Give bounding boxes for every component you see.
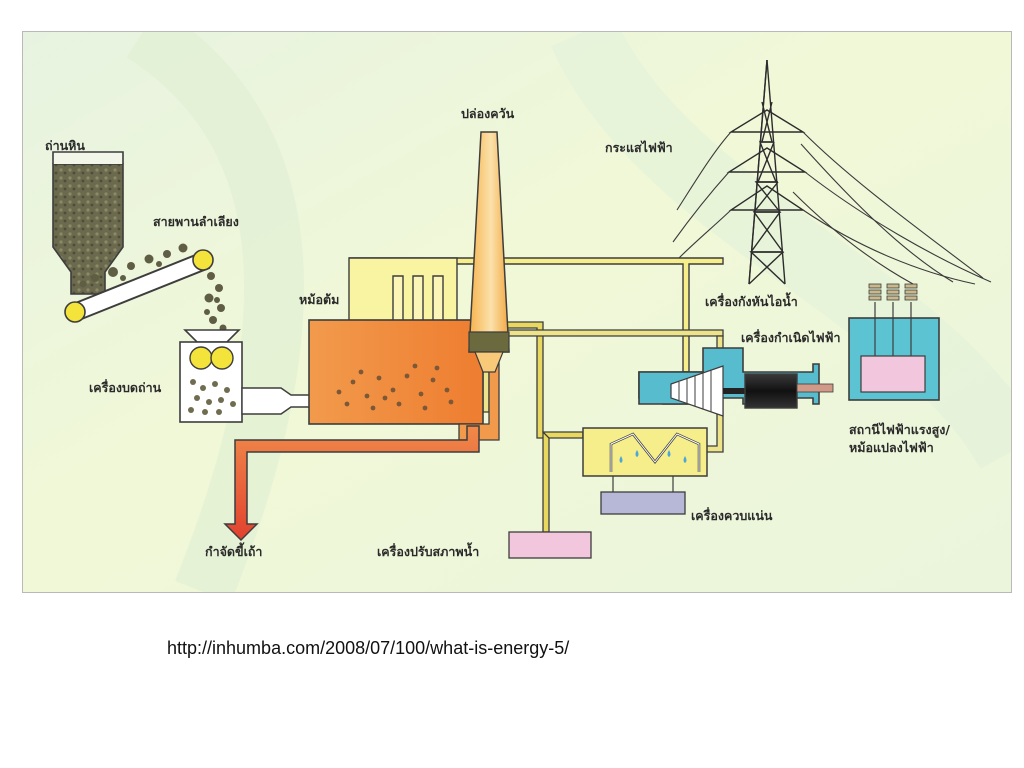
label-chimney: ปล่องควัน xyxy=(461,106,515,121)
label-condenser: เครื่องควบแน่น xyxy=(691,507,773,523)
power-plant-diagram: ถ่านหิน สายพานลำเลียง ปล่องควัน กระแสไฟฟ… xyxy=(23,32,1011,592)
label-substation-line2: หม้อแปลงไฟฟ้า xyxy=(849,440,934,455)
label-pulverizer: เครื่องบดถ่าน xyxy=(89,379,162,395)
source-url-link[interactable]: http://inhumba.com/2008/07/100/what-is-e… xyxy=(167,638,570,658)
background-stroke xyxy=(551,32,1011,470)
chimney xyxy=(468,131,510,373)
label-ash-disposal: กำจัดขี้เถ้า xyxy=(205,542,262,559)
label-generator: เครื่องกำเนิดไฟฟ้า xyxy=(741,329,841,345)
label-boiler: หม้อต้ม xyxy=(299,292,339,307)
label-coal: ถ่านหิน xyxy=(45,138,85,153)
label-steam-turbine: เครื่องกังหันไอน้ำ xyxy=(705,292,798,309)
label-substation-line1: สถานีไฟฟ้าแรงสูง/ xyxy=(849,422,950,438)
substation xyxy=(848,283,940,401)
boiler xyxy=(308,319,500,441)
power-lines xyxy=(672,131,992,285)
transmission-tower xyxy=(726,59,808,285)
label-conveyor: สายพานลำเลียง xyxy=(153,214,239,229)
coal-hopper xyxy=(52,151,124,295)
ash-removal-duct xyxy=(223,425,480,542)
conveyor-belt xyxy=(64,243,227,332)
water-treatment-unit xyxy=(508,531,592,559)
label-water-treatment: เครื่องปรับสภาพน้ำ xyxy=(377,542,479,559)
pulverizer xyxy=(179,329,314,423)
label-electric-current: กระแสไฟฟ้า xyxy=(605,140,673,155)
diagram-frame: ถ่านหิน สายพานลำเลียง ปล่องควัน กระแสไฟฟ… xyxy=(22,31,1012,593)
condenser xyxy=(582,427,708,515)
steam-turbine-generator xyxy=(638,347,834,417)
